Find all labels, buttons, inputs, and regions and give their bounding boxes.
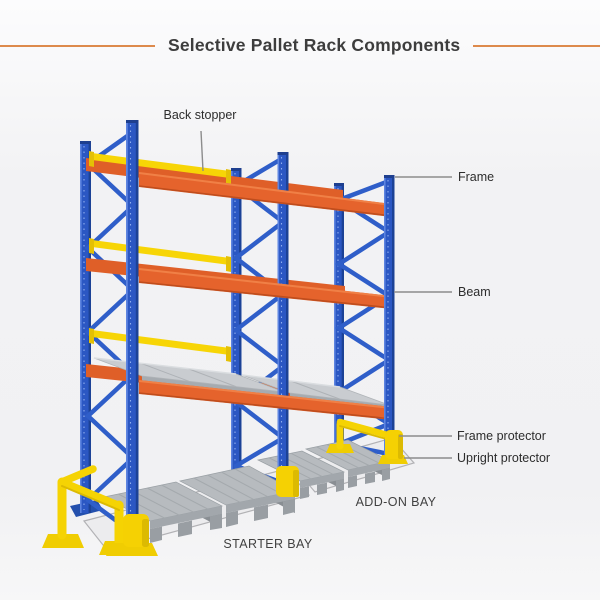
label-starter-bay: STARTER BAY xyxy=(223,537,313,551)
upright-right-front xyxy=(384,175,395,457)
upright-protector-right xyxy=(378,430,408,464)
frame-middle-braces xyxy=(232,155,288,486)
front-beams xyxy=(138,172,393,420)
title-rule-right xyxy=(473,44,600,47)
leader-back-stopper xyxy=(200,130,204,172)
label-beam: Beam xyxy=(458,285,491,299)
label-frame: Frame xyxy=(458,170,495,184)
label-add-on-bay: ADD-ON BAY xyxy=(355,495,437,509)
upright-left-front xyxy=(126,120,139,540)
title-rule-left xyxy=(0,44,155,47)
beam-level-2 xyxy=(138,268,393,309)
upright-middle-front xyxy=(276,152,299,497)
frame-protector-right xyxy=(326,418,395,453)
back-stopper-level-3 xyxy=(89,328,231,362)
label-upright-protector: Upright protector xyxy=(457,451,551,465)
title-bar: Selective Pallet Rack Components xyxy=(0,35,600,56)
upright-protector-left xyxy=(106,514,158,556)
beam-level-1 xyxy=(138,172,393,217)
leader-lines xyxy=(200,130,452,459)
upright-middle-back xyxy=(231,168,242,472)
upright-left-back xyxy=(80,141,91,513)
label-frame-protector: Frame protector xyxy=(457,429,546,443)
upright-protector-middle xyxy=(276,466,299,497)
beam-level-3 xyxy=(138,380,393,420)
page-title: Selective Pallet Rack Components xyxy=(168,35,461,55)
front-uprights xyxy=(126,120,395,540)
safety-guards xyxy=(42,418,408,556)
label-back-stopper: Back stopper xyxy=(163,108,237,122)
pallet-starter-2 xyxy=(178,465,297,527)
